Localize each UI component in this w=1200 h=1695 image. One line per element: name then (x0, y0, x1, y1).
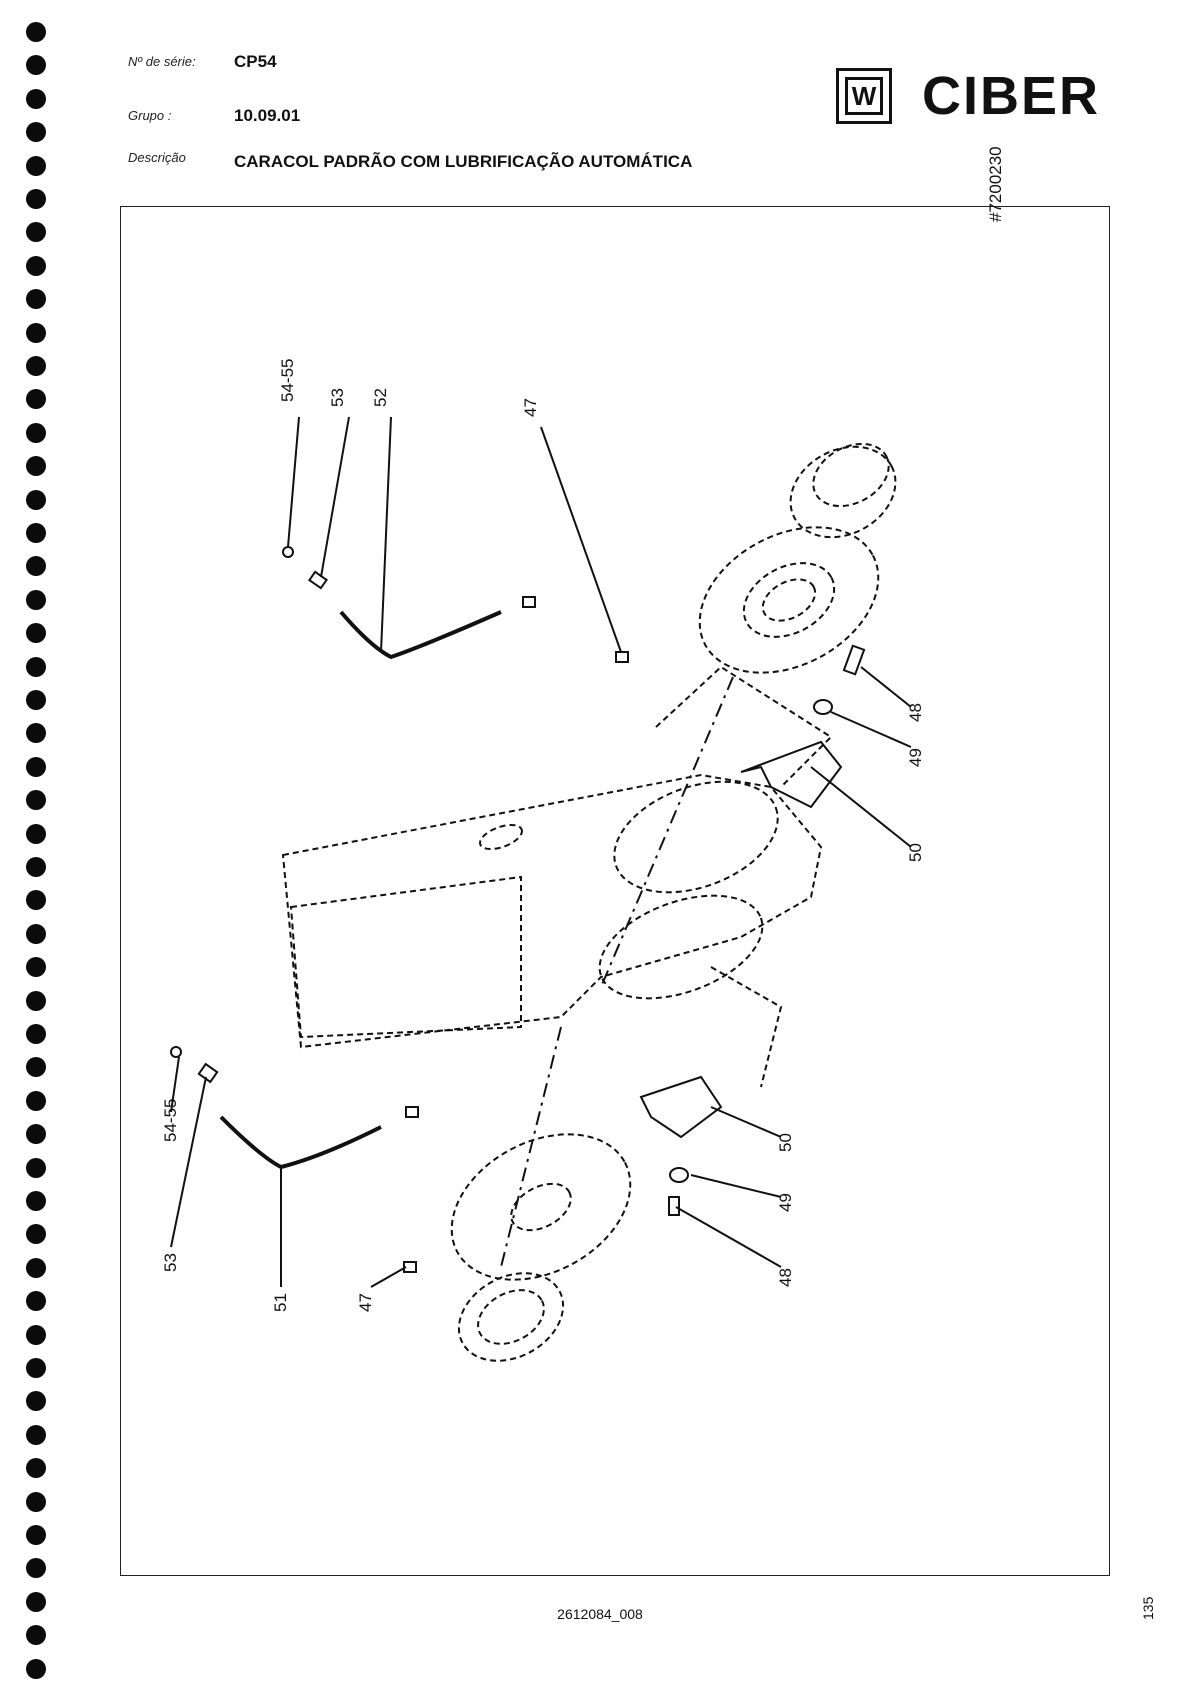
binder-hole-icon (26, 690, 46, 710)
binder-hole-icon (26, 823, 46, 844)
callout-low-48: 48 (776, 1268, 795, 1287)
binder-hole-icon (26, 55, 46, 76)
callout-top-53: 53 (328, 388, 347, 407)
callout-left-54-55: 54-55 (161, 1099, 180, 1142)
callout-low-49: 49 (776, 1193, 795, 1212)
ciber-logo: W CIBER (836, 64, 1098, 132)
binder-hole-icon (26, 723, 46, 744)
binder-hole-icon (26, 589, 46, 610)
binder-hole-icon (26, 1391, 46, 1412)
binder-hole-icon (26, 1224, 46, 1245)
serial-value: CP54 (234, 52, 277, 71)
binder-hole-icon (26, 389, 46, 410)
binder-hole-icon (26, 1558, 46, 1579)
tube-52 (339, 610, 502, 660)
binder-hole-icon (26, 1525, 46, 1545)
bracket-top (740, 740, 843, 809)
binder-hole-icon (26, 1458, 46, 1479)
binder-hole-icon (26, 756, 46, 777)
bearing-cap-top (789, 442, 897, 539)
housing-body (281, 665, 833, 1088)
drawing-number: #7200230 (986, 146, 1005, 222)
logo-mark-letter: W (845, 77, 883, 115)
binder-hole-icon (26, 656, 46, 677)
binder-hole-icon (26, 923, 46, 944)
binder-hole-icon (26, 122, 46, 143)
binder-hole-icon (26, 790, 46, 811)
binder-hole-icon (26, 489, 46, 510)
binder-hole-icon (26, 1024, 46, 1044)
logo-text: CIBER (922, 66, 1101, 126)
binder-holes (26, 22, 46, 1679)
callout-right-50: 50 (906, 843, 925, 862)
group-value: 10.09.01 (234, 106, 301, 125)
binder-hole-icon (26, 155, 46, 176)
binder-hole-icon (26, 1324, 46, 1345)
callout-low-50: 50 (776, 1133, 795, 1152)
binder-hole-icon (26, 1491, 46, 1512)
binder-hole-icon (26, 990, 46, 1011)
binder-hole-icon (26, 1057, 46, 1078)
binder-hole-icon (26, 1124, 46, 1145)
callout-left-51: 51 (271, 1293, 290, 1312)
description-label: Descrição (128, 150, 186, 165)
binder-hole-icon (26, 556, 46, 577)
binder-hole-icon (26, 857, 46, 877)
flange-top (698, 526, 880, 674)
binder-hole-icon (26, 1191, 46, 1211)
binder-hole-icon (26, 1291, 46, 1312)
binder-hole-icon (26, 1625, 46, 1646)
flange-lower (450, 1133, 632, 1281)
binder-hole-icon (26, 456, 46, 477)
binder-hole-icon (26, 1658, 46, 1679)
tube-51 (219, 1115, 382, 1170)
description-value: CARACOL PADRÃO COM LUBRIFICAÇÃO AUTOMÁTI… (234, 152, 693, 171)
binder-hole-icon (26, 1090, 46, 1111)
binder-hole-icon (26, 523, 46, 543)
callout-right-49: 49 (906, 748, 925, 767)
serial-label: Nº de série: (128, 54, 196, 69)
binder-hole-icon (26, 289, 46, 310)
group-label: Grupo : (128, 108, 172, 123)
bracket-lower (639, 1075, 723, 1139)
callout-top-52: 52 (371, 388, 390, 407)
bearing-cap-lower (457, 1272, 565, 1362)
binder-hole-icon (26, 957, 46, 978)
binder-hole-icon (26, 88, 46, 109)
callout-left-47: 47 (356, 1293, 375, 1312)
binder-hole-icon (26, 222, 46, 243)
document-code: 2612084_008 (557, 1606, 643, 1622)
binder-hole-icon (26, 422, 46, 443)
binder-hole-icon (26, 322, 46, 343)
binder-hole-icon (26, 356, 46, 376)
callout-top-47: 47 (521, 398, 540, 417)
callout-left-53: 53 (161, 1253, 180, 1272)
binder-hole-icon (26, 1157, 46, 1178)
binder-hole-icon (26, 623, 46, 644)
binder-hole-icon (26, 890, 46, 911)
binder-hole-icon (26, 1591, 46, 1612)
binder-hole-icon (26, 1257, 46, 1278)
binder-hole-icon (26, 1424, 46, 1445)
binder-hole-icon (26, 22, 46, 42)
binder-hole-icon (26, 255, 46, 276)
logo-mark-icon: W (836, 68, 892, 124)
callout-right-48: 48 (906, 703, 925, 722)
exploded-view-svg: #7200230 54-55 53 52 47 48 49 50 50 49 4… (161, 146, 1005, 1362)
binder-hole-icon (26, 189, 46, 209)
exploded-view-drawing: #7200230 54-55 53 52 47 48 49 50 50 49 4… (120, 146, 1110, 1576)
page-number: 135 (1140, 1596, 1156, 1620)
binder-hole-icon (26, 1358, 46, 1378)
callout-top-54-55: 54-55 (278, 359, 297, 402)
